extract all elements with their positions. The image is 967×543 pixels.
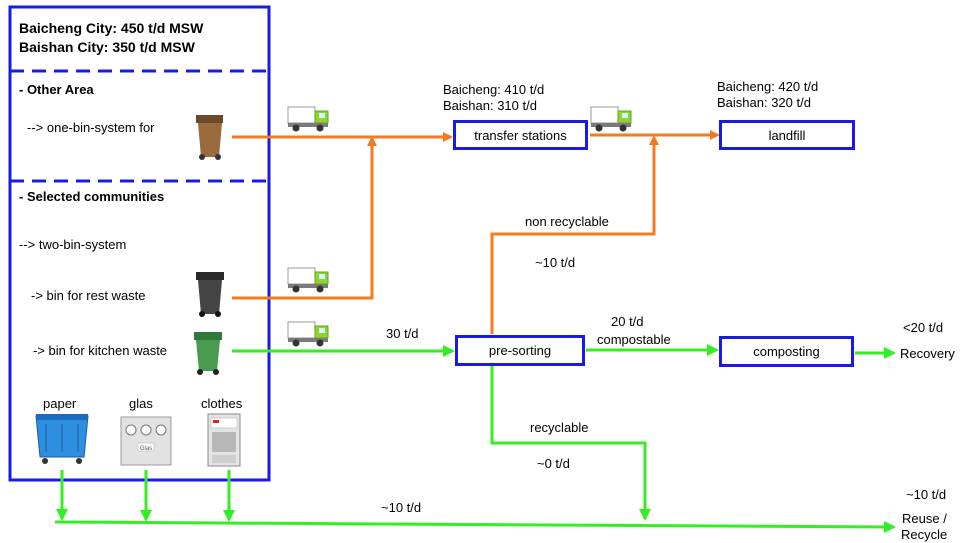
reuse-amount: ~10 t/d [906,487,947,502]
glas-mark: Glas [140,446,152,452]
paper-label: paper [43,396,77,411]
glas-container-icon: Glas [120,416,172,466]
kitchen-bin-label: -> bin for kitchen waste [33,343,168,358]
landfill-baishan-amount: Baishan: 320 t/d [717,95,811,110]
clothes-container-icon [207,413,241,467]
header-baishan: Baishan City: 350 t/d MSW [19,39,195,55]
compostable-amount: 20 t/d [611,314,644,329]
flow-containers-to-reuse [54,520,896,533]
flow-nonrecyclable-to-landfill [490,135,659,334]
selected-communities-title: - Selected communities [19,189,165,204]
header-baicheng: Baicheng City: 450 t/d MSW [19,20,204,36]
pre-sorting-box: pre-sorting [455,335,585,366]
green-bin-icon [194,332,222,375]
non-recyclable-label: non recyclable [525,214,609,229]
composting-label: composting [753,344,820,359]
transfer-stations-box: transfer stations [453,120,588,150]
composting-box: composting [719,336,854,367]
pre-sorting-label: pre-sorting [488,343,552,358]
compostable-label: compostable [597,332,671,347]
transfer-baicheng-amount: Baicheng: 410 t/d [443,82,545,97]
non-recyclable-amount: ~10 t/d [535,255,576,270]
reuse-label: Reuse / [902,511,947,526]
landfill-label: landfill [768,127,806,143]
recovery-amount: <20 t/d [903,320,944,335]
recyclable-label: recyclable [530,420,589,435]
kitchen-flow-amount: 30 t/d [386,326,419,341]
recycle-label: Recycle [901,527,948,542]
flow-rest-to-transfer [232,136,377,300]
truck-icon [287,321,329,347]
clothes-label: clothes [201,396,243,411]
truck-icon [590,106,632,132]
truck-icon [287,267,329,293]
paper-container-icon [35,414,89,464]
one-bin-system-label: --> one-bin-system for [27,120,155,135]
rest-bin-label: -> bin for rest waste [31,288,146,303]
flow-recyclable-to-bottom [490,366,651,521]
two-bin-system-label: --> two-bin-system [19,237,127,252]
landfill-box: landfill [719,120,855,150]
transfer-baishan-amount: Baishan: 310 t/d [443,98,537,113]
grey-bin-icon [196,272,224,317]
recyclable-amount: ~0 t/d [537,456,570,471]
source-panel-frame [8,5,271,482]
other-area-title: - Other Area [19,82,94,97]
landfill-baicheng-amount: Baicheng: 420 t/d [717,79,819,94]
transfer-stations-label: transfer stations [474,127,567,143]
brown-bin-icon [196,115,223,160]
glas-label: glas [129,396,153,411]
recovery-label: Recovery [900,346,955,361]
containers-flow-amount: ~10 t/d [381,500,422,515]
truck-icon [287,106,329,132]
